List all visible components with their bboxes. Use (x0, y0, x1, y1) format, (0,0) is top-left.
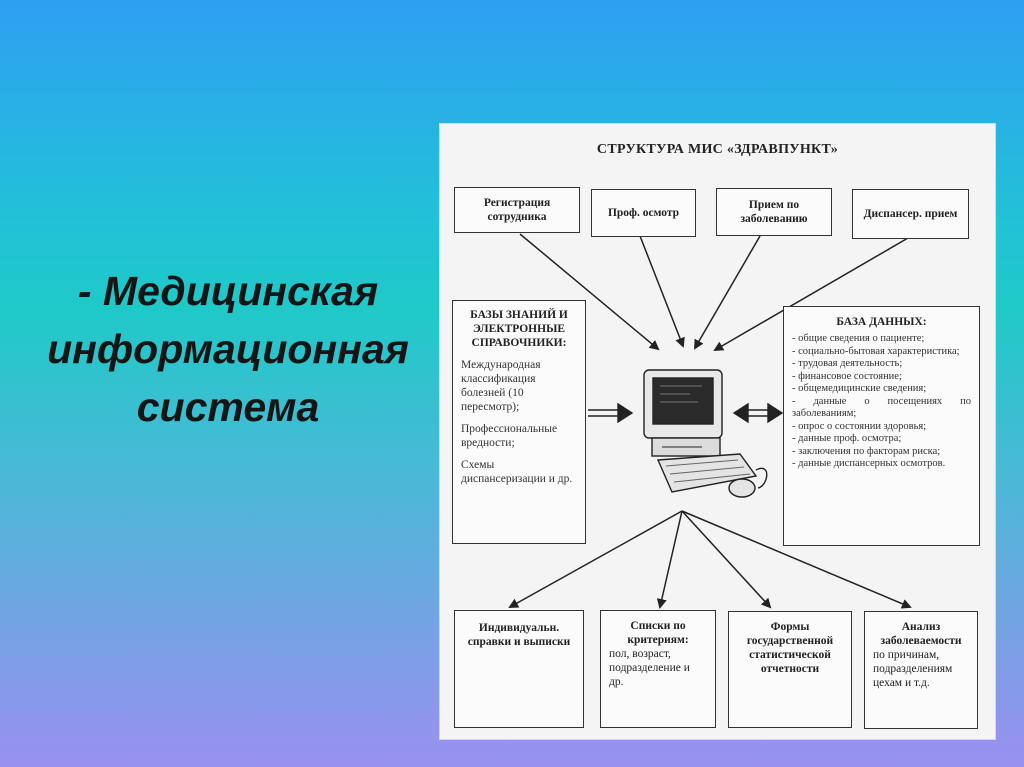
database-item: - заключения по факторам риска; (792, 445, 941, 457)
individual-reports-heading: Индивидуальн. справки и выписки (467, 622, 571, 648)
slide-title-line-3: система (136, 384, 320, 430)
knowledge-item-1: Международная классификация болезней (10… (461, 359, 541, 413)
diagram-title: СТРУКТУРА МИС «ЗДРАВПУНКТ» (596, 142, 839, 157)
morbidity-analysis-heading: Анализ заболеваемости (880, 621, 962, 647)
database-list: - общие сведения о пациенте; - социально… (792, 333, 971, 471)
state-statistics-heading: Формы государственной статистической отч… (746, 621, 834, 675)
box-registration: Регистрация сотрудника (454, 187, 580, 233)
database-item: - общие сведения о пациенте; (792, 333, 925, 344)
database-item: - опрос о состоянии здоровья; (792, 420, 927, 432)
computer-icon (643, 369, 768, 498)
knowledge-item-3: Схемы диспансеризации и др. (461, 459, 573, 485)
arrow-out-3 (681, 510, 772, 609)
box-criteria-lists: Списки по критериям: пол, возраст, подра… (600, 610, 716, 728)
box-individual-reports: Индивидуальн. справки и выписки (454, 610, 584, 728)
criteria-lists-heading: Списки по критериям: (627, 620, 689, 646)
box-illness-visit-label: Прием по заболеванию (740, 199, 808, 225)
slide-title: - Медицинская информационная система (28, 262, 428, 436)
box-state-statistics: Формы государственной статистической отч… (728, 611, 852, 728)
box-dispensary: Диспансер. прием (852, 189, 969, 239)
database-item: - финансовое состояние; (792, 370, 902, 382)
criteria-lists-text: пол, возраст, подразделение и др. (609, 648, 690, 688)
database-item: - трудовая деятельность; (792, 358, 903, 369)
diagram-arrows (508, 233, 912, 609)
box-illness-visit: Прием по заболеванию (716, 188, 832, 236)
arrow-prof (639, 235, 685, 348)
database-item: - социально-бытовая характеристика; (792, 345, 960, 357)
box-prof-exam: Проф. осмотр (591, 189, 696, 237)
arrow-registration (519, 233, 660, 351)
mis-structure-diagram: СТРУКТУРА МИС «ЗДРАВПУНКТ» Регистрация с… (440, 124, 995, 739)
box-prof-exam-label: Проф. осмотр (607, 207, 680, 219)
knowledge-item-2: Профессиональные вредности; (461, 423, 558, 449)
arrow-out-2 (656, 510, 683, 609)
morbidity-analysis-text: по причинам, подразделениям цехам и т.д. (873, 649, 953, 689)
box-registration-label: Регистрация сотрудника (483, 197, 551, 223)
arrow-pc-database (732, 402, 784, 424)
arrow-knowledge-to-pc (588, 402, 634, 424)
box-morbidity-analysis: Анализ заболеваемости по причинам, подра… (864, 611, 978, 729)
database-item: - данные диспансерных осмотров. (792, 458, 946, 469)
box-database: БАЗА ДАННЫХ: - общие сведения о пациенте… (783, 306, 980, 546)
database-item: - общемедицинские сведения; (792, 383, 927, 394)
slide-title-line-1: - Медицинская (77, 268, 379, 314)
box-knowledge-base: БАЗЫ ЗНАНИЙ И ЭЛЕКТРОННЫЕ СПРАВОЧНИКИ: М… (452, 300, 586, 544)
knowledge-base-heading: БАЗЫ ЗНАНИЙ И ЭЛЕКТРОННЫЕ СПРАВОЧНИКИ: (470, 309, 568, 349)
box-dispensary-label: Диспансер. прием (863, 208, 958, 220)
slide-title-line-2: информационная (47, 326, 409, 372)
database-item: - данные проф. осмотра; (792, 433, 902, 444)
database-heading: БАЗА ДАННЫХ: (836, 316, 927, 328)
arrow-dispensary (713, 237, 909, 352)
arrow-out-1 (508, 510, 683, 608)
arrow-illness (693, 235, 761, 350)
database-item: - данные о посещениях по заболеваниям; (792, 395, 971, 420)
arrow-out-4 (681, 510, 912, 609)
